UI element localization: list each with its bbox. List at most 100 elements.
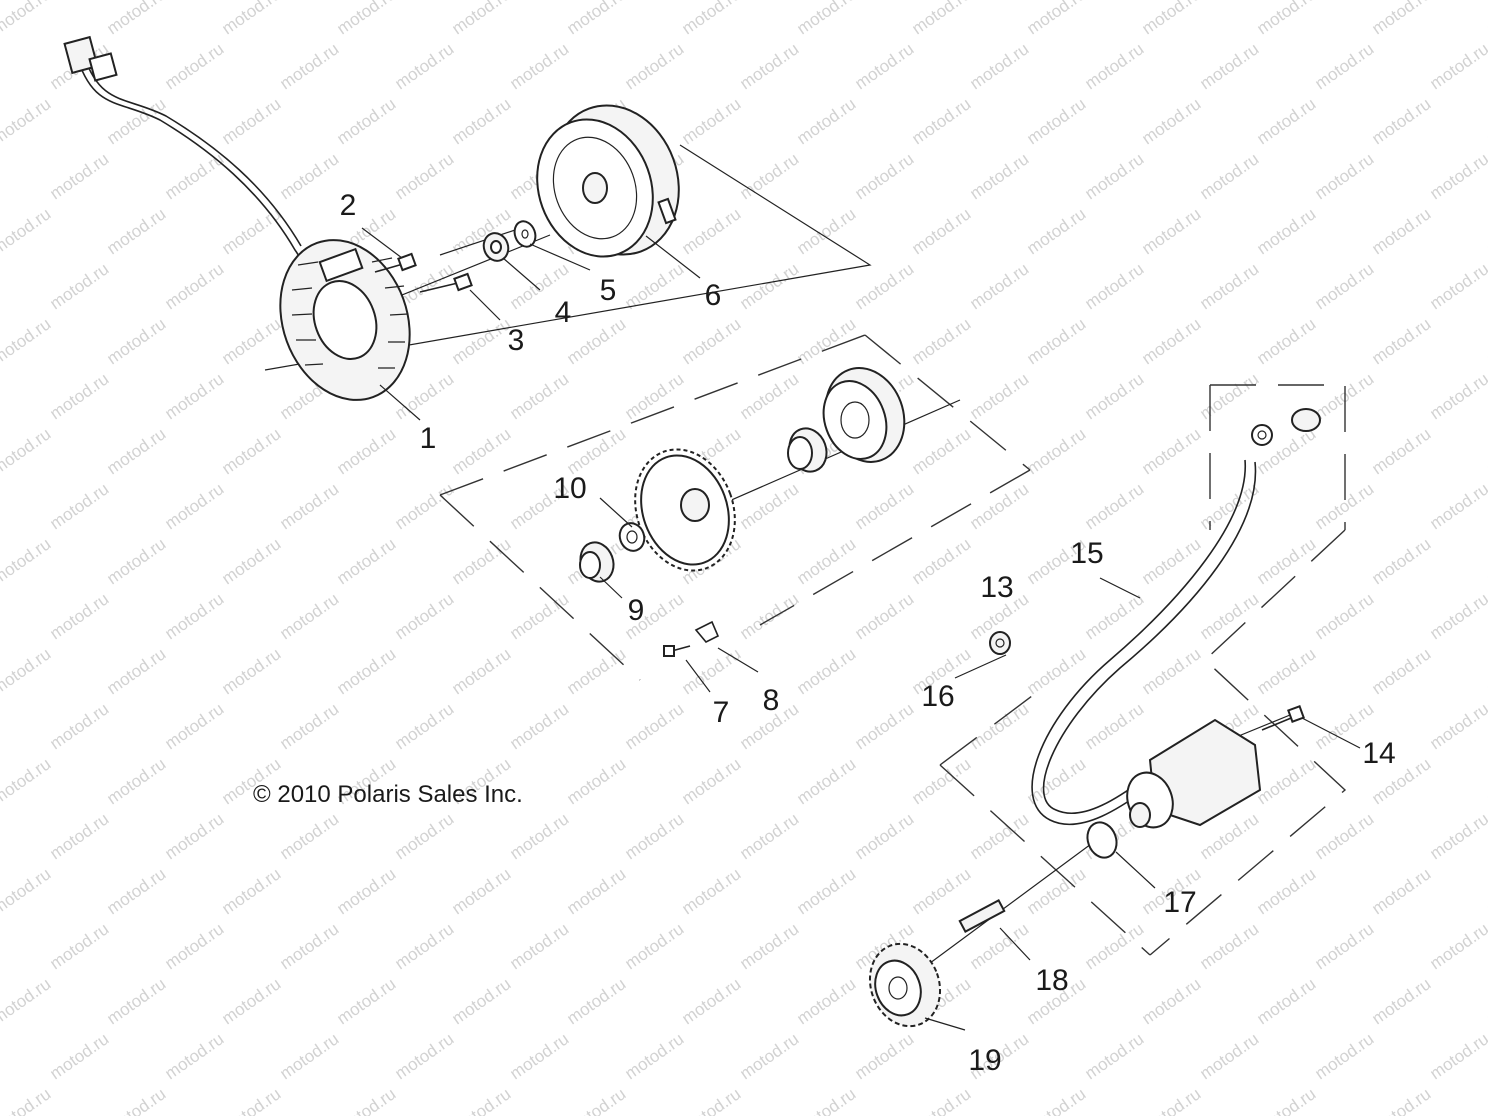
watermark-text: motod.ru [678, 204, 744, 258]
callout-labels: 1 2 3 4 5 6 7 8 9 10 13 14 15 16 17 18 1… [340, 189, 1396, 1077]
watermark-text: motod.ru [218, 864, 284, 918]
watermark-text: motod.ru [0, 94, 54, 148]
watermark-text: motod.ru [218, 424, 284, 478]
watermark-text: motod.ru [161, 149, 227, 203]
watermark-text: motod.ru [966, 259, 1032, 313]
watermark-text: motod.ru [1253, 534, 1319, 588]
watermark-text: motod.ru [621, 809, 687, 863]
watermark-text: motod.ru [621, 1029, 687, 1083]
watermark-text: motod.ru [46, 809, 112, 863]
callout-7: 7 [713, 696, 730, 729]
watermark-text: motod.ru [1138, 314, 1204, 368]
watermark-text: motod.ru [908, 94, 974, 148]
watermark-text: motod.ru [391, 1029, 457, 1083]
callout-5: 5 [600, 274, 617, 307]
watermark-text: motod.ru [621, 919, 687, 973]
callout-9: 9 [628, 594, 645, 627]
watermark-text: motod.ru [161, 369, 227, 423]
callout-16: 16 [921, 680, 954, 713]
watermark-text: motod.ru [46, 699, 112, 753]
watermark-text: motod.ru [1081, 39, 1147, 93]
watermark-text: motod.ru [1196, 919, 1262, 973]
watermark-text: motod.ru [793, 754, 859, 808]
watermark-text: motod.ru [966, 39, 1032, 93]
watermark-text: motod.ru [563, 864, 629, 918]
watermark-text: motod.ru [161, 589, 227, 643]
watermark-text: motod.ru [1253, 864, 1319, 918]
watermark-text: motod.ru [1253, 754, 1319, 808]
callout-1: 1 [420, 422, 437, 455]
watermark-text: motod.ru [1196, 589, 1262, 643]
watermark-text: motod.ru [1368, 1084, 1434, 1116]
watermark-text: motod.ru [1023, 424, 1089, 478]
watermark-text: motod.ru [161, 259, 227, 313]
watermark-text: motod.ru [276, 479, 342, 533]
watermark-text: motod.ru [563, 974, 629, 1028]
watermark-text: motod.ru [678, 0, 744, 38]
leader-lines [361, 227, 1361, 1031]
watermark-text: motod.ru [966, 149, 1032, 203]
starter-motor-part [1086, 705, 1305, 859]
watermark-text: motod.ru [908, 0, 974, 38]
watermark-text: motod.ru [0, 864, 54, 918]
bolt-parts [374, 252, 473, 293]
watermark-text: motod.ru [621, 699, 687, 753]
watermark-text: motod.ru [0, 534, 54, 588]
watermark-text: motod.ru [621, 39, 687, 93]
watermark-text: motod.ru [793, 0, 859, 38]
watermark-text: motod.ru [103, 534, 169, 588]
callout-18: 18 [1035, 964, 1068, 997]
watermark-text: motod.ru [0, 204, 54, 258]
callout-13: 13 [980, 571, 1013, 604]
watermark-text: motod.ru [1483, 974, 1488, 1028]
watermark-text: motod.ru [161, 1029, 227, 1083]
watermark-text: motod.ru [333, 534, 399, 588]
watermark-text: motod.ru [1081, 259, 1147, 313]
watermark-text: motod.ru [621, 369, 687, 423]
watermark-text: motod.ru [1196, 1029, 1262, 1083]
watermark-text: motod.ru [333, 424, 399, 478]
watermark-text: motod.ru [391, 699, 457, 753]
watermark-text: motod.ru [333, 864, 399, 918]
watermark-text: motod.ru [391, 589, 457, 643]
watermark-text: motod.ru [1368, 424, 1434, 478]
watermark-text: motod.ru [678, 1084, 744, 1116]
watermark-text: motod.ru [1023, 204, 1089, 258]
watermark-text: motod.ru [1253, 94, 1319, 148]
watermark-text: motod.ru [1196, 479, 1262, 533]
watermark-text: motod.ru [563, 314, 629, 368]
watermark-text: motod.ru [391, 149, 457, 203]
watermark-text: motod.ru [1081, 479, 1147, 533]
watermark-text: motod.ru [966, 369, 1032, 423]
watermark-text: motod.ru [103, 974, 169, 1028]
watermark-text: motod.ru [1426, 589, 1488, 643]
watermark-text: motod.ru [851, 699, 917, 753]
watermark-text: motod.ru [448, 0, 514, 38]
watermark-text: motod.ru [908, 314, 974, 368]
watermark-text: motod.ru [161, 919, 227, 973]
watermark-text: motod.ru [851, 149, 917, 203]
watermark-text: motod.ru [0, 424, 54, 478]
watermark-text: motod.ru [908, 864, 974, 918]
watermark-text: motod.ru [793, 1084, 859, 1116]
watermark-text: motod.ru [1138, 974, 1204, 1028]
watermark-text: motod.ru [1311, 259, 1377, 313]
watermark-text: motod.ru [1426, 479, 1488, 533]
driven-gear-part [579, 448, 736, 583]
watermark-text: motod.ru [1138, 94, 1204, 148]
watermark-text: motod.ru [851, 1029, 917, 1083]
watermark-text: motod.ru [908, 754, 974, 808]
watermark-text: motod.ru [966, 919, 1032, 973]
callout-8: 8 [763, 684, 780, 717]
watermark-text: motod.ru [851, 259, 917, 313]
watermark-text: motod.ru [103, 424, 169, 478]
watermark-text: motod.ru [448, 314, 514, 368]
watermark-text: motod.ru [103, 204, 169, 258]
watermark-text: motod.ru [333, 974, 399, 1028]
starter-clutch-part [787, 367, 906, 473]
watermark-text: motod.ru [1311, 589, 1377, 643]
watermark-text: motod.ru [218, 204, 284, 258]
watermark-text: motod.ru [218, 0, 284, 38]
watermark-text: motod.ru [218, 1084, 284, 1116]
